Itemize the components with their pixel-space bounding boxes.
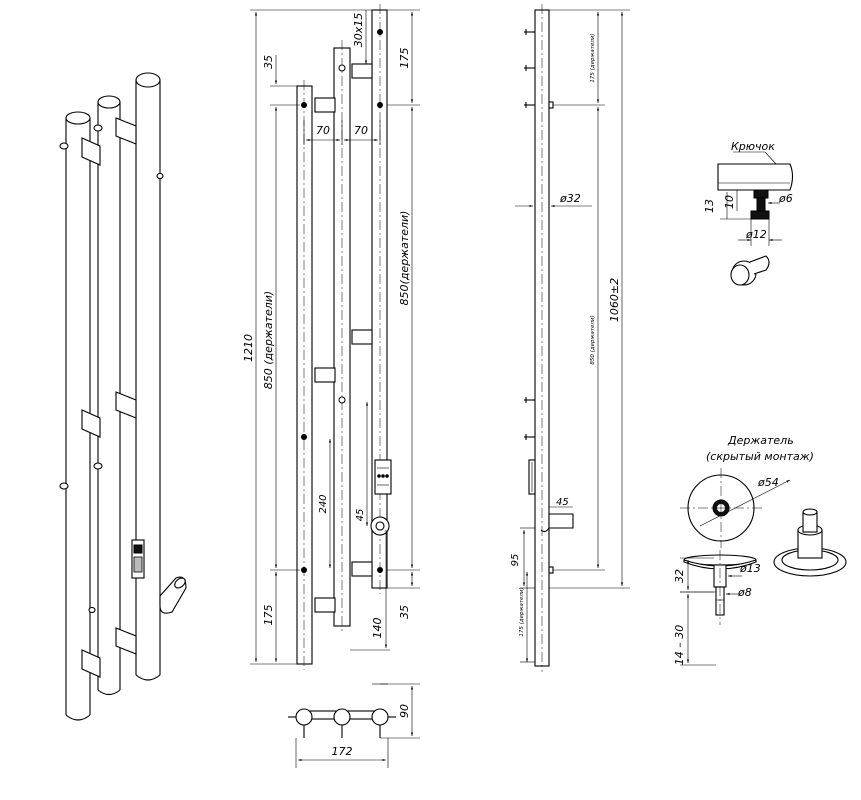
iso-brackets: [81, 117, 137, 678]
dim-holders-right: 850(держатели): [398, 211, 411, 306]
holder-3d: [773, 508, 847, 577]
dim-side-top-small: 175 (держатели): [590, 33, 596, 82]
dim-bottom-35: 35: [398, 605, 411, 619]
hook-d6: ø6: [778, 192, 793, 205]
dim-side-bottom-small: 175 (держатели): [519, 587, 525, 636]
dim-total-height: 1210: [242, 334, 255, 362]
dim-side-diameter: ø32: [559, 192, 581, 205]
isometric-view: [59, 72, 187, 721]
front-rail-1: [296, 85, 313, 665]
holder-d8: ø8: [737, 586, 752, 599]
front-cable-outlet: [370, 516, 390, 536]
holder-h32: 32: [673, 569, 686, 583]
dim-spacing-70b: 70: [354, 124, 368, 137]
hook-detail: Крючок 13 10 ø12 ø6: [703, 140, 794, 286]
front-brackets: [314, 63, 373, 613]
dim-bracket-30x15: 30х15: [352, 13, 365, 48]
top-view: 172 90: [288, 683, 420, 768]
iso-rail-1: [65, 111, 91, 721]
top-rail-1: [295, 708, 313, 726]
dim-top-35: 35: [262, 55, 275, 69]
hook-h10: 10: [723, 195, 736, 209]
iso-hooks: [59, 124, 164, 614]
dim-240: 240: [318, 494, 329, 513]
dim-side-holders: 850 (держатели): [590, 315, 596, 364]
dim-45-front: 45: [355, 509, 366, 522]
front-hooks: [301, 29, 383, 573]
holder-title-1: Держатель: [727, 434, 794, 447]
dim-side-95: 95: [510, 554, 521, 567]
top-rail-2: [333, 708, 351, 726]
dim-top-175: 175: [398, 48, 411, 69]
side-view: 45 ø32 1060±2 850 (держатели) 175 (держа…: [510, 4, 630, 672]
holder-title-2: (скрытый монтаж): [706, 450, 814, 463]
iso-rail-2: [97, 95, 121, 696]
holder-detail: Держатель (скрытый монтаж) ø54 32 14 – 3…: [673, 434, 847, 666]
dim-top-depth: 90: [398, 704, 411, 718]
dim-side-45: 45: [556, 497, 569, 508]
front-switch: [374, 459, 392, 495]
front-rail-3: [371, 9, 388, 589]
holder-range: 14 – 30: [673, 625, 686, 666]
iso-switch: [131, 539, 145, 579]
dim-holders-left: 850 (держатели): [262, 291, 275, 389]
side-pins: [524, 29, 554, 574]
iso-cable-outlet: [159, 576, 187, 614]
holder-d54: ø54: [757, 476, 779, 489]
holder-d13: ø13: [739, 562, 761, 575]
front-view: 1210 850 (держатели) 35 175 70 70 30х15 …: [242, 4, 420, 670]
top-rail-3: [371, 708, 389, 726]
dim-140: 140: [371, 618, 384, 639]
hook-d12: ø12: [745, 228, 767, 241]
hook-title: Крючок: [731, 140, 775, 153]
dim-side-total: 1060±2: [608, 278, 621, 322]
hook-3d: [730, 255, 770, 286]
iso-rail-3: [135, 72, 161, 681]
dim-bottom-175: 175: [262, 605, 275, 626]
dim-top-width: 172: [332, 745, 353, 758]
dim-spacing-70a: 70: [316, 124, 330, 137]
hook-h13: 13: [703, 199, 716, 213]
